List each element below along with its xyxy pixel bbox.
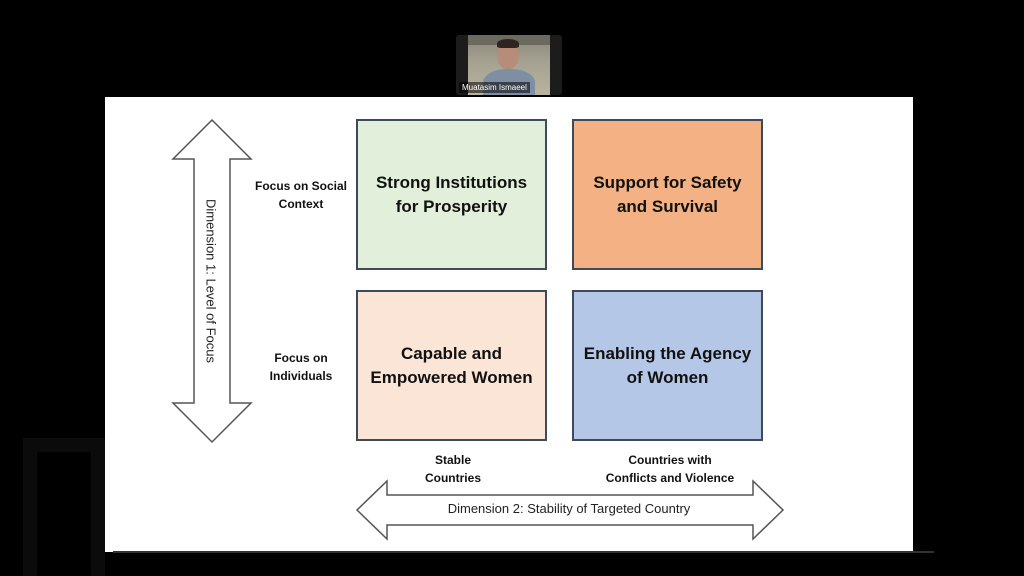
slide-bottom-edge	[113, 551, 934, 553]
quadrant-empowered-women: Capable and Empowered Women	[356, 290, 547, 441]
row-label-individuals: Focus on Individuals	[269, 351, 333, 383]
dimension1-label: Dimension 1: Level of Focus	[203, 198, 219, 364]
row-label-social-context: Focus on Social Context	[254, 179, 347, 211]
column-label-conflict: Countries with Conflicts and Violence	[605, 453, 735, 485]
column-label-stable: Stable Countries	[424, 453, 481, 485]
participant-video-tile[interactable]: Muatasim Ismaeel	[456, 35, 562, 95]
self-view-video	[37, 452, 91, 576]
quadrant-agency-women: Enabling the Agency of Women	[572, 290, 763, 441]
quadrant-safety-survival: Support for Safety and Survival	[572, 119, 763, 270]
dimension2-double-arrow	[355, 479, 785, 541]
participant-name-label: Muatasim Ismaeel	[459, 82, 530, 93]
participant-hair	[497, 39, 519, 48]
quadrant-strong-institutions: Strong Institutions for Prosperity	[356, 119, 547, 270]
self-view-frame	[23, 438, 105, 576]
dimension2-label: Dimension 2: Stability of Targeted Count…	[447, 501, 691, 516]
dimension1-double-arrow	[171, 118, 253, 444]
shared-slide: Dimension 1: Level of Focus Focus on Soc…	[105, 97, 913, 552]
participant-head	[497, 41, 519, 69]
